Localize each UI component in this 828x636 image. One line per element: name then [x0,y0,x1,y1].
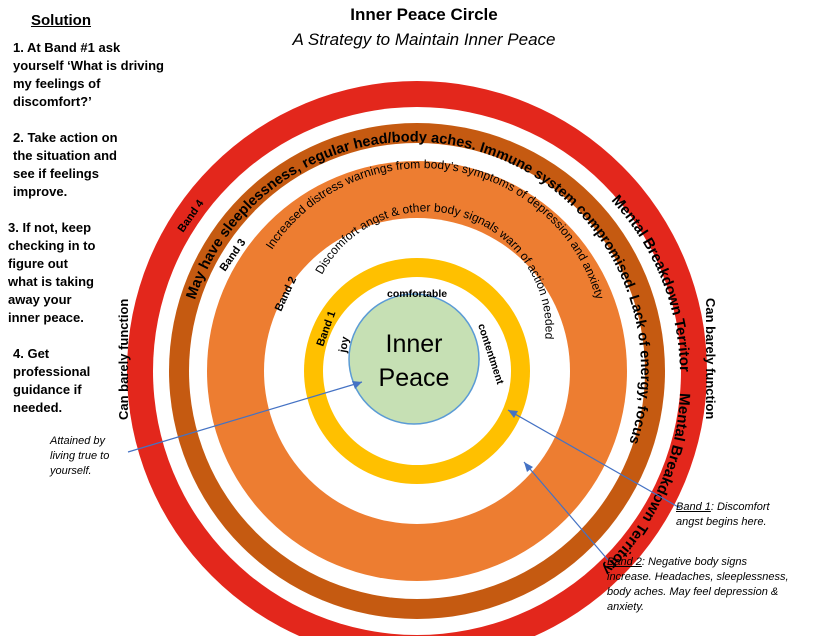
center-title-line2: Peace [379,364,450,392]
solution-step-2: 2. Take action on the situation and see … [13,130,118,199]
solution-panel: Solution 1. At Band #1 ask yourself ‘Wha… [8,12,168,435]
band1-note-prefix: Band 1 [676,501,711,513]
band2-arrow-head [524,462,533,472]
band1-arrow [507,409,681,509]
inner-joy-label: joy [337,335,352,355]
page-title: Inner Peace Circle [350,5,498,24]
band1-note-text: : Discomfort angst begins here. [676,501,770,528]
band1-note: Band 1: Discomfort angst begins here. [676,500,770,530]
center-title-line1: Inner [386,330,443,358]
band2-note-text: : Negative body signs increase. Headache… [607,556,789,613]
band2-arrow [523,461,609,561]
page-subtitle: A Strategy to Maintain Inner Peace [292,30,556,49]
solution-step-4: 4. Get professional guidance if needed. [13,346,91,415]
band2-note: Band 2: Negative body signs increase. He… [607,555,789,615]
solution-title: Solution [31,12,91,29]
band1-arrow-head [508,410,518,418]
band2-note-prefix: Band 2 [607,556,642,568]
outer-right-label: Can barely function [703,298,718,419]
inner-peace-circle [348,293,480,425]
attained-arrow [127,381,363,453]
inner-comfortable-label: comfortable [387,288,447,300]
solution-step-1: 1. At Band #1 ask yourself ‘What is driv… [13,40,164,109]
outer-left-label: Can barely function [116,299,131,420]
attained-note: Attained by living true to yourself. [50,435,110,477]
attained-arrow-head [352,381,362,389]
solution-step-3: 3. If not, keep checking in to figure ou… [8,220,96,325]
